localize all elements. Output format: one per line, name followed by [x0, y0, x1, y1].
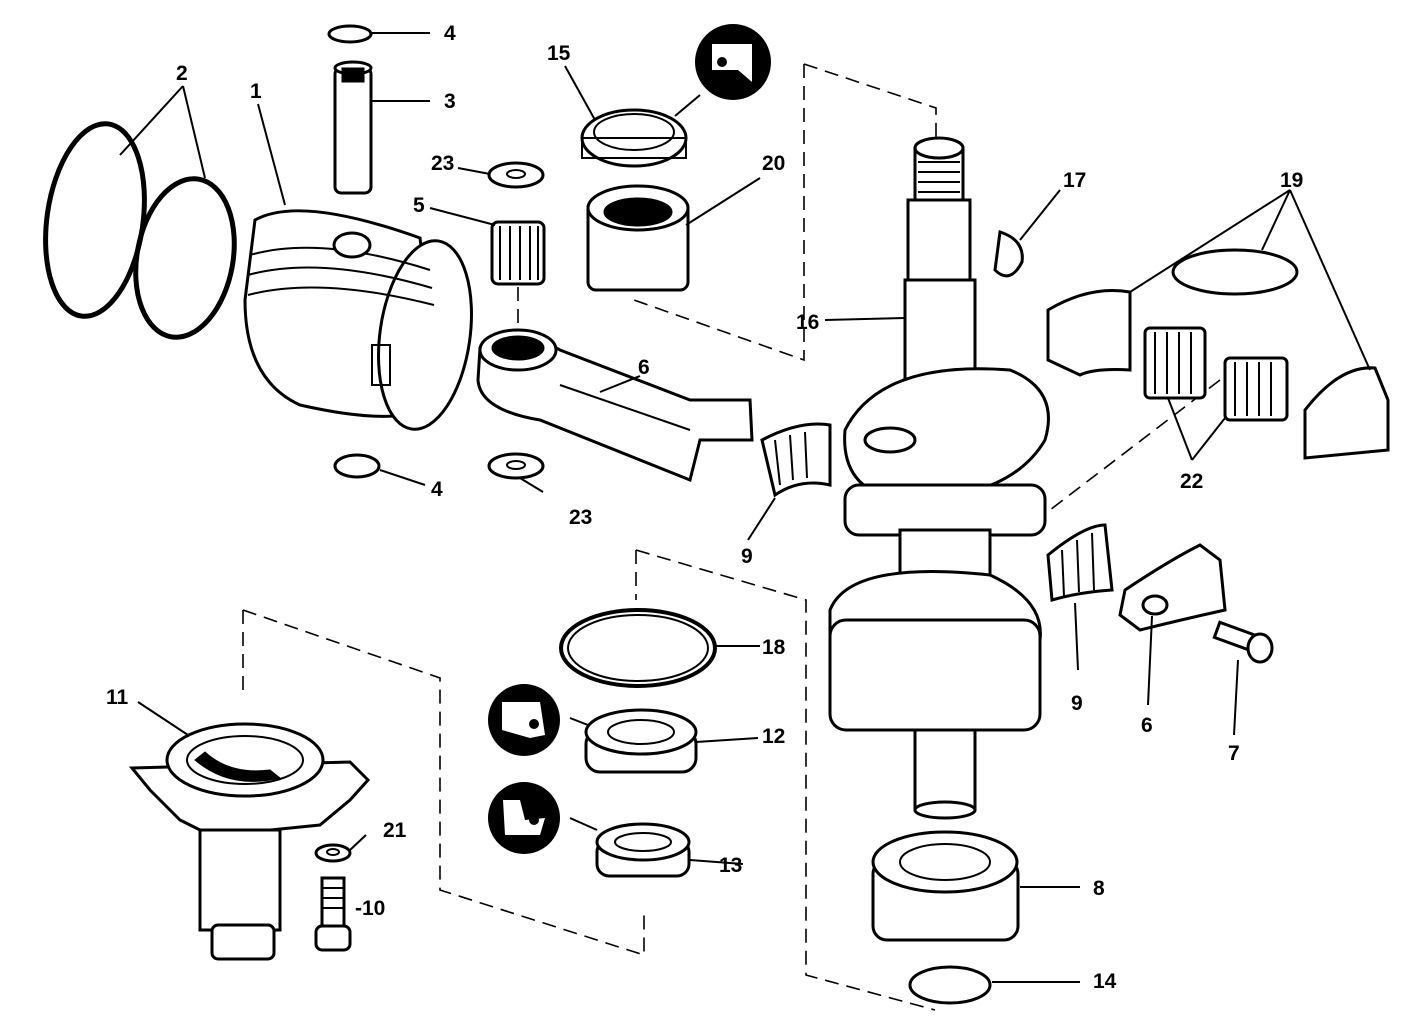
- label-part-9-right: 9: [1071, 692, 1083, 715]
- label-part-10: -10: [355, 897, 385, 920]
- label-part-16: 16: [796, 311, 819, 334]
- part-labels: 1 2 3 4 4 5 6 6 7 8 9 9 -10 11 12 13 14 …: [106, 22, 1303, 993]
- key-part: [993, 230, 1024, 278]
- seal-small-part: [595, 822, 691, 878]
- label-part-3: 3: [444, 90, 456, 113]
- label-part-23-top: 23: [431, 152, 454, 175]
- label-part-17: 17: [1063, 169, 1086, 192]
- bearing-cage-right-part: [1046, 523, 1114, 602]
- label-part-15: 15: [547, 42, 571, 65]
- label-part-1: 1: [250, 80, 262, 103]
- retaining-ring-part: [908, 965, 992, 1005]
- bearing-cage-left-part: [760, 422, 832, 498]
- leader-lines: [119, 32, 1371, 983]
- retaining-rings-part: [327, 24, 381, 479]
- label-part-12: 12: [762, 725, 785, 748]
- bearing-rollers-part: [1143, 326, 1289, 422]
- bearing-housing-part: [128, 722, 371, 961]
- label-part-6-cap: 6: [1141, 714, 1153, 737]
- label-part-22: 22: [1180, 470, 1203, 493]
- label-part-11: 11: [106, 686, 129, 709]
- label-part-18: 18: [762, 636, 786, 659]
- rod-screw-part: [1212, 620, 1274, 664]
- roller-bearing-part: [586, 184, 690, 292]
- rod-cap-part: [1118, 543, 1227, 632]
- seal-icon-middle: [488, 684, 560, 756]
- seal-icon-top: [695, 24, 771, 100]
- screw-part: [314, 876, 352, 952]
- upper-seal-part: [580, 108, 688, 168]
- needle-bearing-part: [490, 220, 546, 286]
- label-part-6-rod: 6: [638, 356, 650, 379]
- washer-part: [314, 843, 352, 863]
- label-part-23-bottom: 23: [569, 506, 592, 529]
- label-part-19: 19: [1280, 169, 1303, 192]
- seal-icon-bottom: [488, 782, 560, 854]
- seal-part: [584, 708, 698, 774]
- label-part-21: 21: [383, 819, 407, 842]
- connecting-rod-part: [476, 328, 754, 483]
- crankshaft-part: [828, 136, 1050, 820]
- label-part-4-bottom: 4: [431, 478, 443, 501]
- label-part-13: 13: [719, 854, 742, 877]
- piston-rings-part: [43, 121, 237, 340]
- label-part-4-top: 4: [444, 22, 456, 45]
- label-part-8: 8: [1093, 877, 1105, 900]
- label-part-9-left: 9: [741, 545, 753, 568]
- o-ring-part: [559, 608, 717, 688]
- label-part-7: 7: [1228, 742, 1240, 765]
- label-part-20: 20: [762, 152, 785, 175]
- piston-part: [243, 209, 473, 431]
- label-part-14: 14: [1093, 970, 1117, 993]
- label-part-2: 2: [176, 62, 188, 85]
- piston-pin-part: [333, 60, 373, 195]
- bearing-races-part: [1046, 248, 1390, 460]
- thrust-washers-part: [487, 161, 545, 480]
- label-part-5: 5: [413, 194, 425, 217]
- ball-bearing-part: [871, 830, 1020, 942]
